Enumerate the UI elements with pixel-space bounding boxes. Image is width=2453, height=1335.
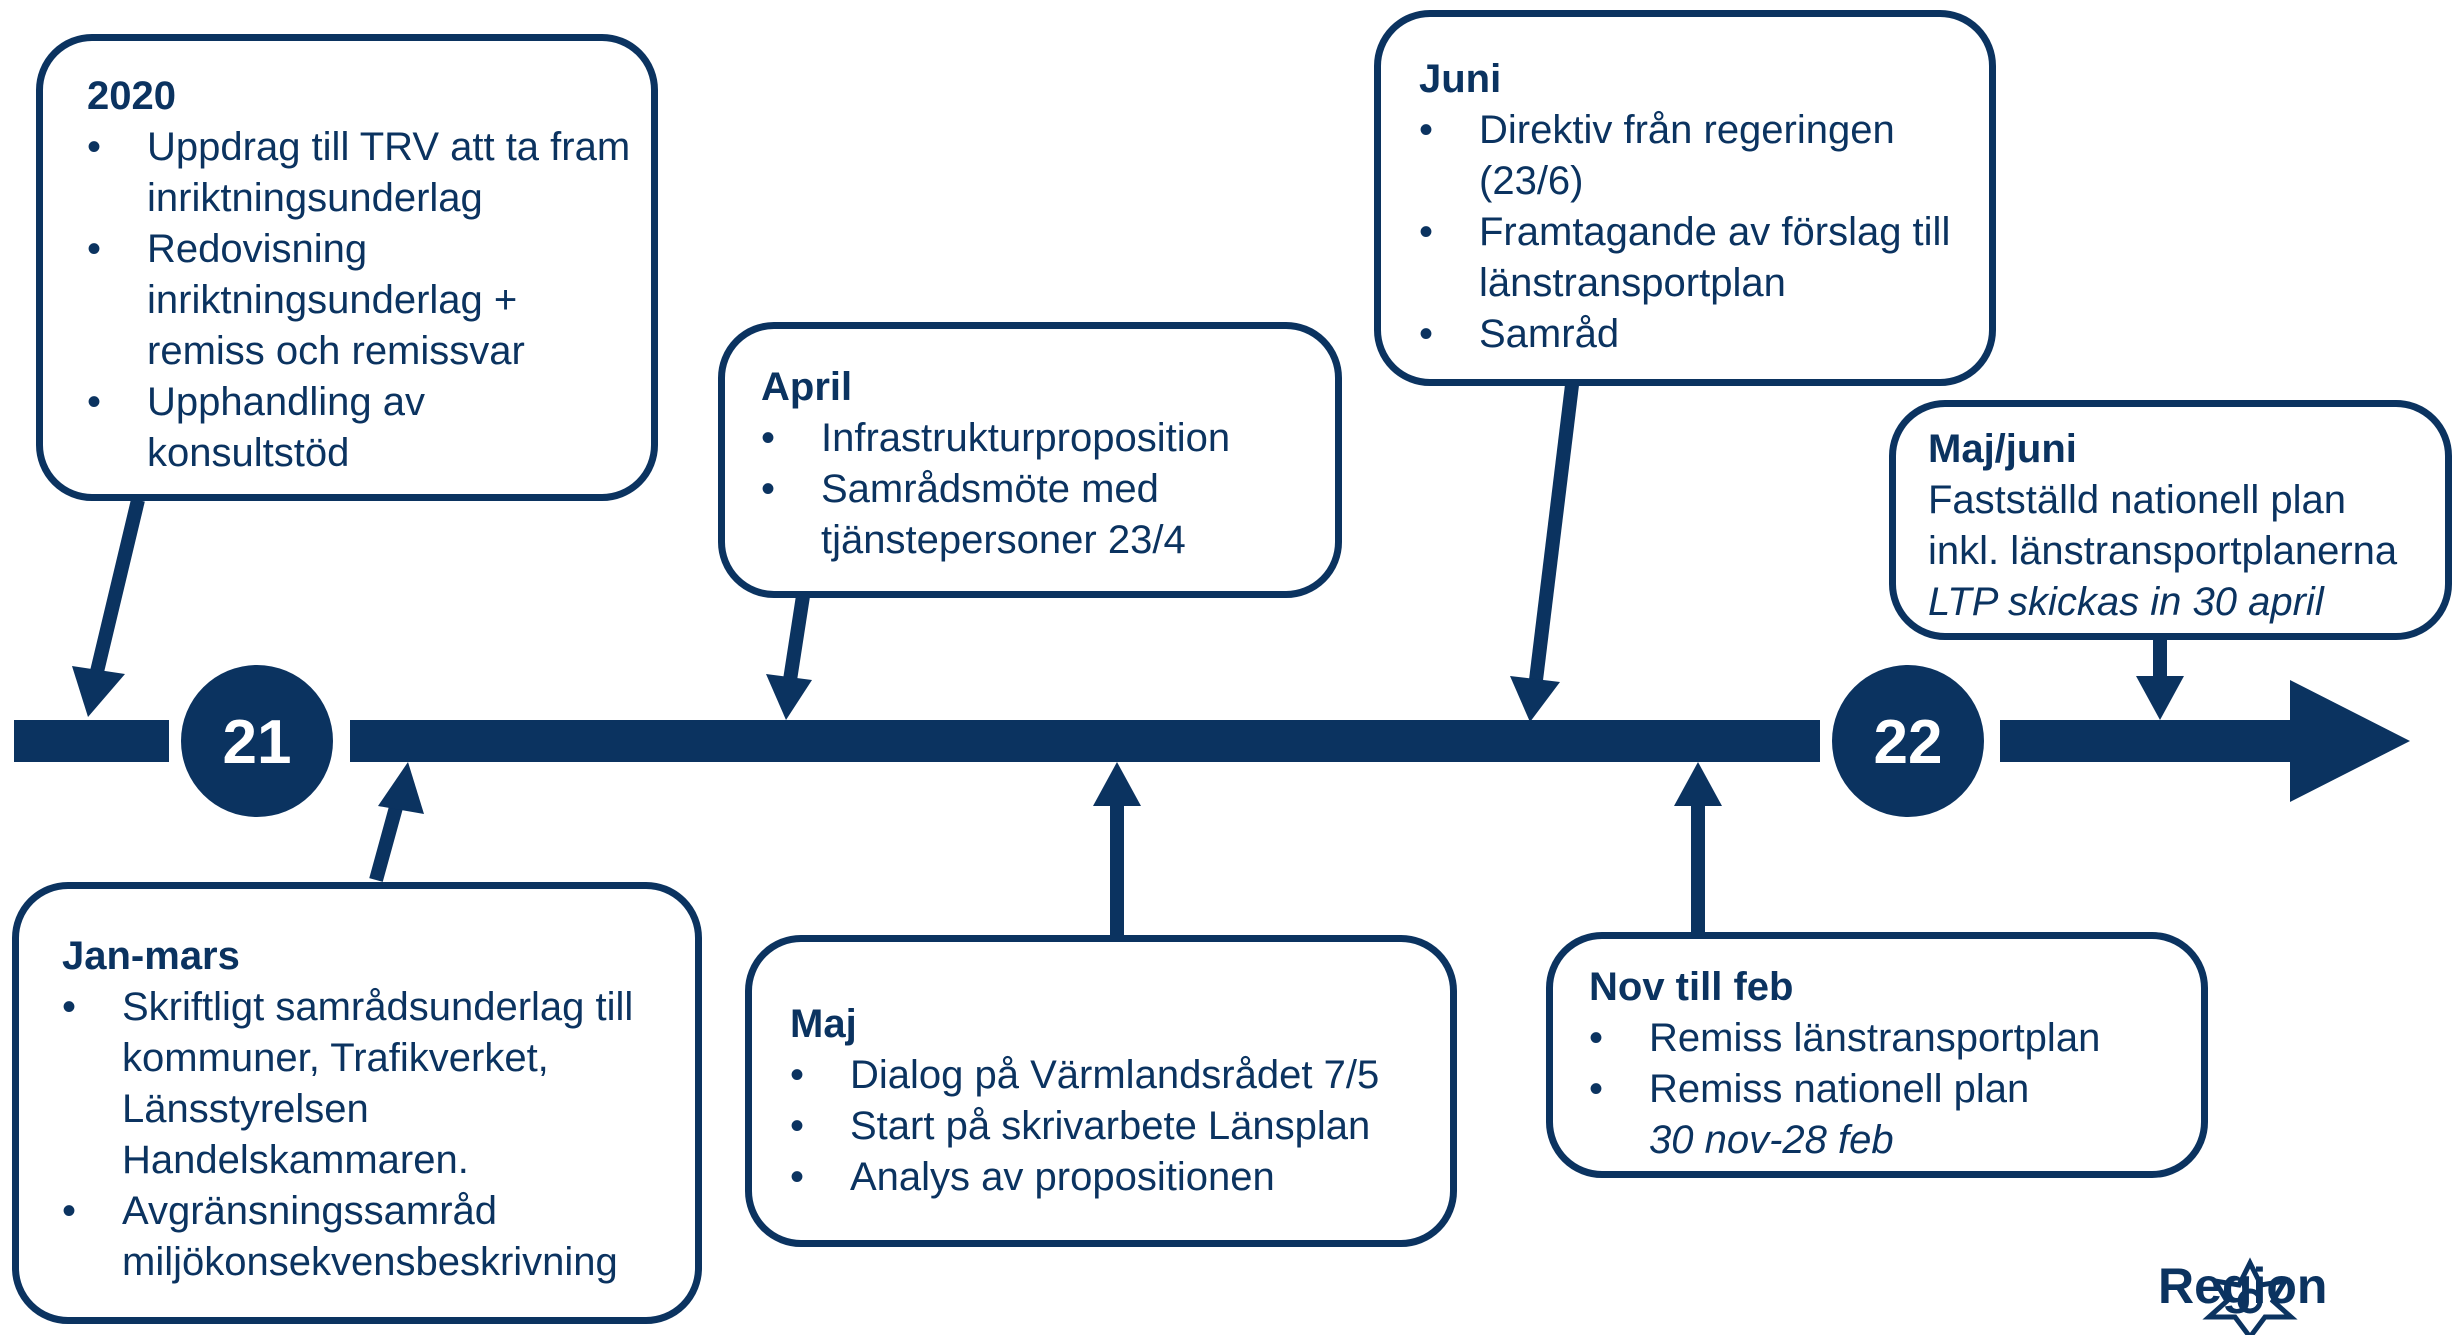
logo-text: Region — [2158, 1258, 2328, 1314]
year-label-22: 22 — [1874, 708, 1943, 777]
box-majjuni-heading: Maj/juni — [1928, 427, 2077, 471]
pointer-novfeb — [1674, 762, 1722, 932]
box-novfeb-item-1: Remiss länstransportplan — [1589, 1013, 2181, 1064]
box-april-item-2: Samrådsmöte med tjänstepersoner 23/4 — [761, 464, 1315, 566]
box-janmars-item-1-text: Skriftligt samrådsunderlag till kommuner… — [122, 985, 634, 1131]
box-april: April Infrastrukturproposition Samrådsmö… — [718, 322, 1342, 598]
box-maj-heading: Maj — [790, 1002, 857, 1046]
timeline-bar-main — [350, 720, 1820, 762]
box-april-heading: April — [761, 365, 853, 409]
box-novfeb-item-2: Remiss nationell plan — [1589, 1064, 2181, 1115]
box-majjuni-line-2: inkl. länstransportplanerna — [1928, 529, 2398, 573]
pointer-juni — [1510, 384, 1579, 722]
box-2020-item-2: Redovisning inriktningsunderlag + remiss… — [87, 224, 631, 377]
box-maj-item-1: Dialog på Värmlandsrådet 7/5 — [790, 1050, 1430, 1101]
box-novfeb-sub: 30 nov-28 feb — [1649, 1118, 1894, 1162]
box-juni-heading: Juni — [1419, 57, 1502, 101]
year-circle-22: 22 — [1826, 659, 1990, 823]
box-2020-item-1: Uppdrag till TRV att ta fram inriktnings… — [87, 122, 631, 224]
box-majjuni: Maj/juni Fastställd nationell plan inkl.… — [1889, 400, 2452, 640]
box-juni: Juni Direktiv från regeringen (23/6) Fra… — [1374, 10, 1996, 386]
timeline-arrowhead — [2290, 680, 2410, 802]
box-2020-heading: 2020 — [87, 74, 176, 118]
box-2020-item-3: Upphandling av konsultstöd — [87, 377, 631, 479]
box-novfeb-heading: Nov till feb — [1589, 965, 1794, 1009]
pointer-april — [766, 594, 812, 720]
year-label-21: 21 — [223, 708, 292, 777]
box-april-item-1: Infrastrukturproposition — [761, 413, 1315, 464]
pointer-2020 — [72, 498, 145, 717]
box-janmars-heading: Jan-mars — [62, 934, 240, 978]
box-maj: Maj Dialog på Värmlandsrådet 7/5 Start p… — [745, 935, 1457, 1247]
box-janmars: Jan-mars Skriftligt samrådsunderlag till… — [12, 882, 702, 1324]
box-novfeb: Nov till feb Remiss länstransportplan Re… — [1546, 932, 2208, 1178]
pointer-janmars — [369, 762, 424, 882]
box-juni-item-2: Framtagande av förslag till länstranspor… — [1419, 207, 1969, 309]
box-juni-item-3: Samråd — [1419, 309, 1969, 360]
box-majjuni-line-3: LTP skickas in 30 april — [1928, 580, 2324, 624]
box-maj-item-3: Analys av propositionen — [790, 1152, 1430, 1203]
year-circle-21: 21 — [175, 659, 339, 823]
box-juni-item-1: Direktiv från regeringen (23/6) — [1419, 105, 1969, 207]
pointer-maj — [1093, 762, 1141, 935]
box-janmars-item-1: Skriftligt samrådsunderlag till kommuner… — [62, 982, 675, 1186]
box-2020: 2020 Uppdrag till TRV att ta fram inrikt… — [36, 34, 658, 501]
flower-logo-icon — [2202, 1257, 2298, 1335]
box-maj-item-2: Start på skrivarbete Länsplan — [790, 1101, 1430, 1152]
timeline-bar-right — [2000, 720, 2292, 762]
box-janmars-item-1-cont: Handelskammaren. — [122, 1138, 469, 1182]
box-janmars-item-2: Avgränsningssamråd miljökonsekvensbeskri… — [62, 1186, 675, 1288]
timeline-bar-left — [14, 720, 169, 762]
box-majjuni-line-1: Fastställd nationell plan — [1928, 478, 2347, 522]
